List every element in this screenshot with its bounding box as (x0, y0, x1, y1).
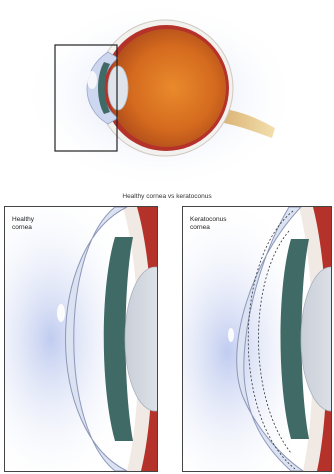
eyeball-illustration (0, 0, 334, 190)
cornea-highlight (228, 328, 234, 342)
keratoconus-label-line2: cornea (190, 224, 210, 231)
keratoconus-label-line1: Keratoconus (190, 216, 227, 223)
lens (108, 66, 128, 110)
eye-highlight (87, 71, 97, 89)
keratoconus-cornea-label: Keratoconus cornea (190, 216, 250, 232)
cornea-highlight (57, 304, 65, 322)
healthy-cornea-label: Healthy cornea (12, 216, 72, 232)
healthy-cornea-illustration (5, 207, 157, 471)
healthy-label-line2: cornea (12, 224, 32, 231)
figure-caption: Healthy cornea vs keratoconus (0, 193, 334, 200)
keratoconus-cornea-panel: Keratoconus cornea (182, 206, 332, 472)
healthy-cornea-panel: Healthy cornea (4, 206, 158, 472)
keratoconus-cornea-illustration (183, 207, 331, 471)
healthy-label-line1: Healthy (12, 216, 34, 223)
